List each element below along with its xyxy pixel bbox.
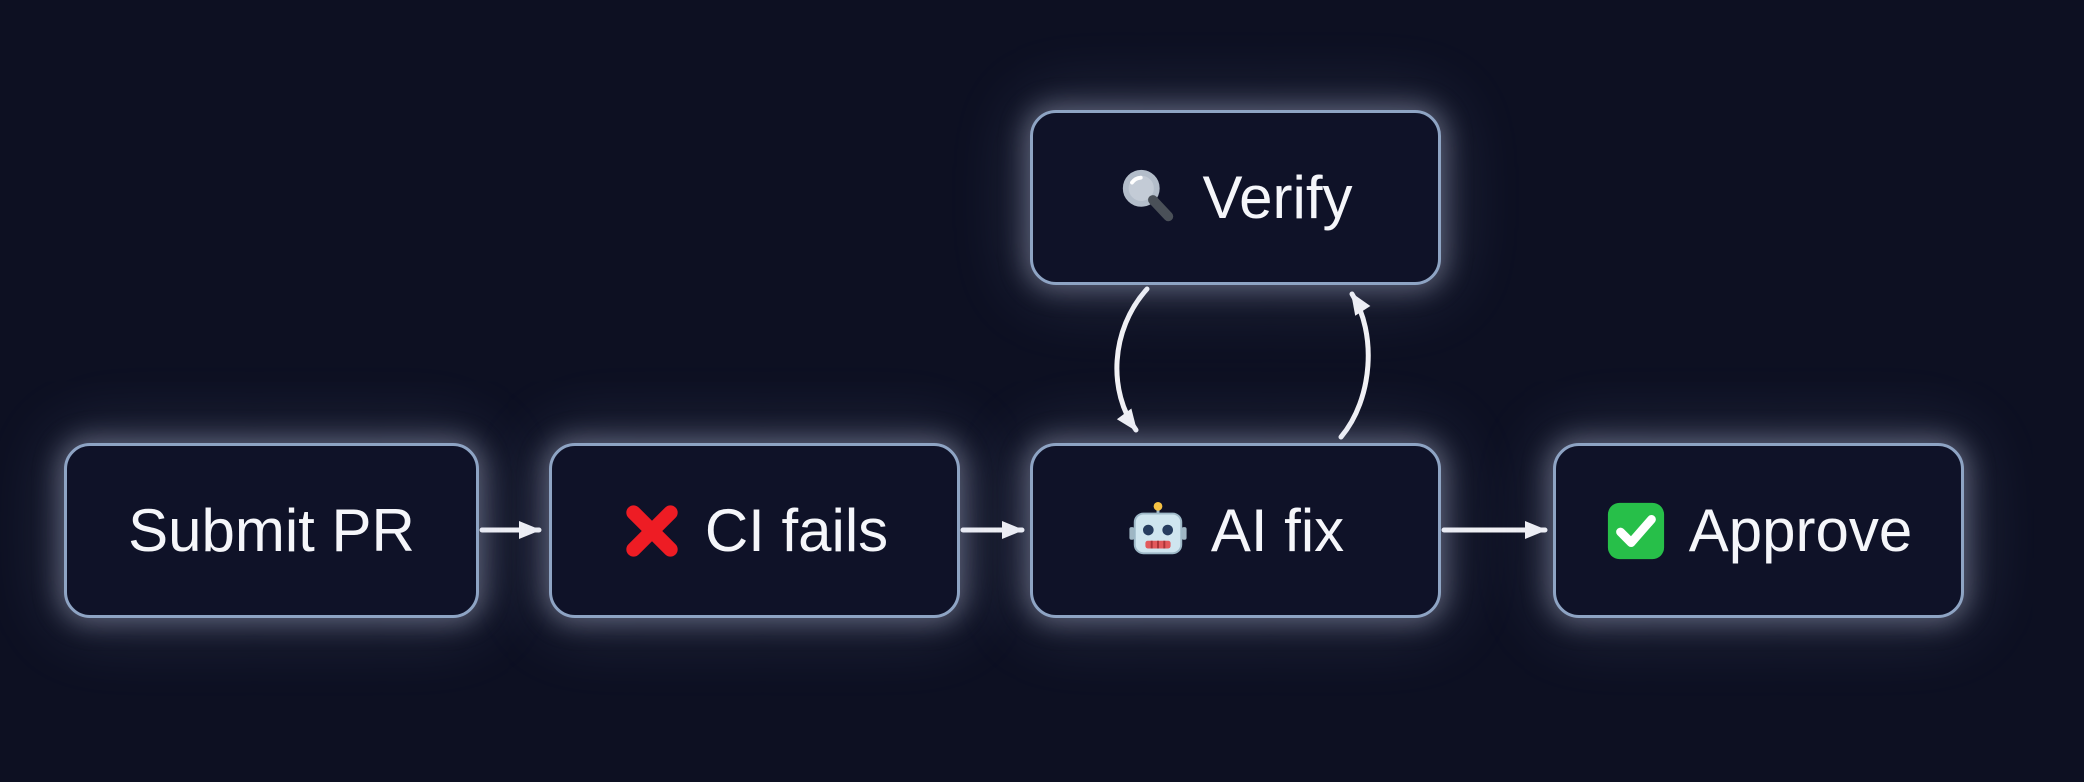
node-ai-fix-label: AI fix: [1210, 496, 1345, 564]
node-ci-fails-label: CI fails: [704, 496, 889, 564]
node-verify-label: Verify: [1202, 163, 1353, 231]
cross-mark-icon: [621, 500, 683, 562]
node-submit-pr: Submit PR: [64, 443, 479, 618]
node-ai-fix: AI fix: [1030, 443, 1441, 618]
robot-icon: [1127, 500, 1189, 562]
magnifying-glass-icon: [1118, 167, 1180, 229]
node-approve-label: Approve: [1688, 496, 1913, 564]
node-approve: Approve: [1553, 443, 1964, 618]
edge-verify-to-ai-fix: [1114, 286, 1150, 433]
edge-ai-fix-to-verify: [1338, 291, 1371, 440]
node-verify: Verify: [1030, 110, 1441, 285]
node-ci-fails: CI fails: [549, 443, 960, 618]
check-mark-icon: [1605, 500, 1667, 562]
node-submit-pr-label: Submit PR: [128, 496, 415, 564]
